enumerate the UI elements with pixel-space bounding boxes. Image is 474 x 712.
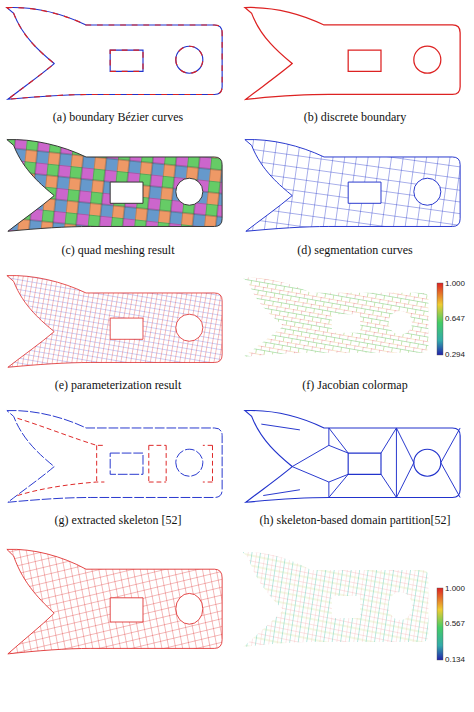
panel-caption: (c) quad meshing result — [62, 243, 175, 258]
colorbar-tick: 0.294 — [445, 350, 465, 359]
colorbar-tick: 1.000 — [445, 584, 465, 593]
colorbar-tick: 1.000 — [445, 279, 465, 288]
colorbar-tick: 0.134 — [445, 655, 465, 664]
panel-caption: (f) Jacobian colormap — [302, 378, 407, 393]
colorbar-tick: 0.647 — [445, 314, 465, 323]
panel-caption: (b) discrete boundary — [304, 110, 407, 125]
panel-caption: (a) boundary Bézier curves — [53, 110, 183, 125]
panel-caption: (d) segmentation curves — [297, 243, 412, 258]
colorbar-tick: 0.567 — [445, 619, 465, 628]
panel-caption: (g) extracted skeleton [52] — [55, 513, 182, 528]
panel-caption: (e) parameterization result — [55, 378, 182, 393]
panel-caption: (h) skeleton-based domain partition[52] — [260, 513, 451, 528]
